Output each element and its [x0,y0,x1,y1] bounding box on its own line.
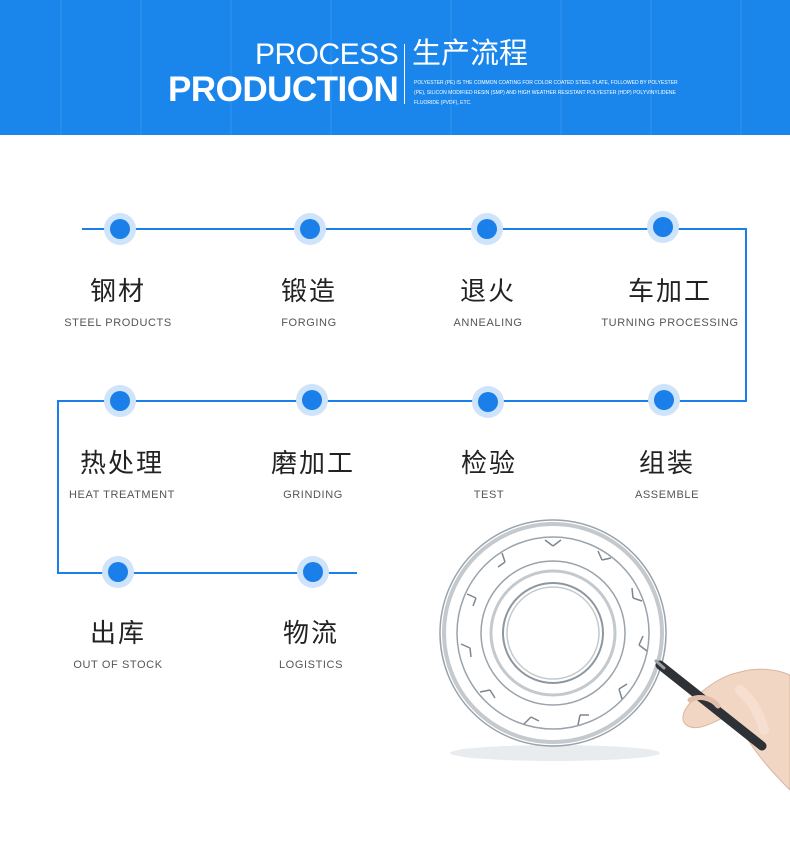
step-label-en: ANNEALING [453,317,523,329]
step-node-9 [102,556,134,588]
hand-with-pen [654,659,790,791]
step-heat-treatment: 热处理 HEAT TREATMENT [32,448,212,502]
step-label-cn: 出库 [89,619,146,649]
step-label-cn: 钢材 [89,277,146,307]
title-en-line2: PRODUCTION [168,70,399,109]
step-label-cn: 热处理 [79,449,164,479]
title-divider [404,44,405,104]
step-label-en: FORGING [281,317,337,329]
step-label-en: STEEL PRODUCTS [64,317,172,329]
step-node-1 [104,213,136,245]
step-label-cn: 车加工 [627,277,712,307]
step-label-cn: 退火 [459,277,516,307]
header-banner: PROCESS PRODUCTION 生产流程 POLYESTER (PE) I… [0,0,790,135]
step-label-cn: 组装 [638,449,695,479]
step-node-2 [294,213,326,245]
step-label-en: HEAT TREATMENT [69,489,175,501]
step-turning-processing: 车加工 TURNING PROCESSING [580,276,760,330]
title-description: POLYESTER (PE) IS THE COMMON COATING FOR… [414,80,678,106]
step-label-en: TEST [473,489,505,501]
step-node-10 [297,556,329,588]
step-label-cn: 锻造 [280,277,337,307]
step-label-en: TURNING PROCESSING [601,317,739,329]
title-cn: 生产流程 [412,36,529,70]
step-out-of-stock: 出库 OUT OF STOCK [28,618,208,672]
step-logistics: 物流 LOGISTICS [221,618,401,672]
step-label-en: ASSEMBLE [634,489,700,501]
step-label-cn: 物流 [282,619,339,649]
step-node-7 [472,386,504,418]
step-node-3 [471,213,503,245]
step-forging: 锻造 FORGING [219,276,399,330]
step-annealing: 退火 ANNEALING [398,276,578,330]
step-node-6 [296,384,328,416]
step-label-en: GRINDING [283,489,343,501]
step-grinding: 磨加工 GRINDING [223,448,403,502]
step-label-cn: 磨加工 [270,449,355,479]
step-node-4 [647,211,679,243]
title-en-line1: PROCESS [255,38,399,71]
step-node-5 [104,385,136,417]
step-label-en: OUT OF STOCK [73,659,163,671]
step-test: 检验 TEST [399,448,579,502]
step-node-8 [648,384,680,416]
step-label-en: LOGISTICS [278,659,344,671]
step-steel-products: 钢材 STEEL PRODUCTS [28,276,208,330]
step-label-cn: 检验 [460,449,517,479]
step-assemble: 组装 ASSEMBLE [577,448,757,502]
